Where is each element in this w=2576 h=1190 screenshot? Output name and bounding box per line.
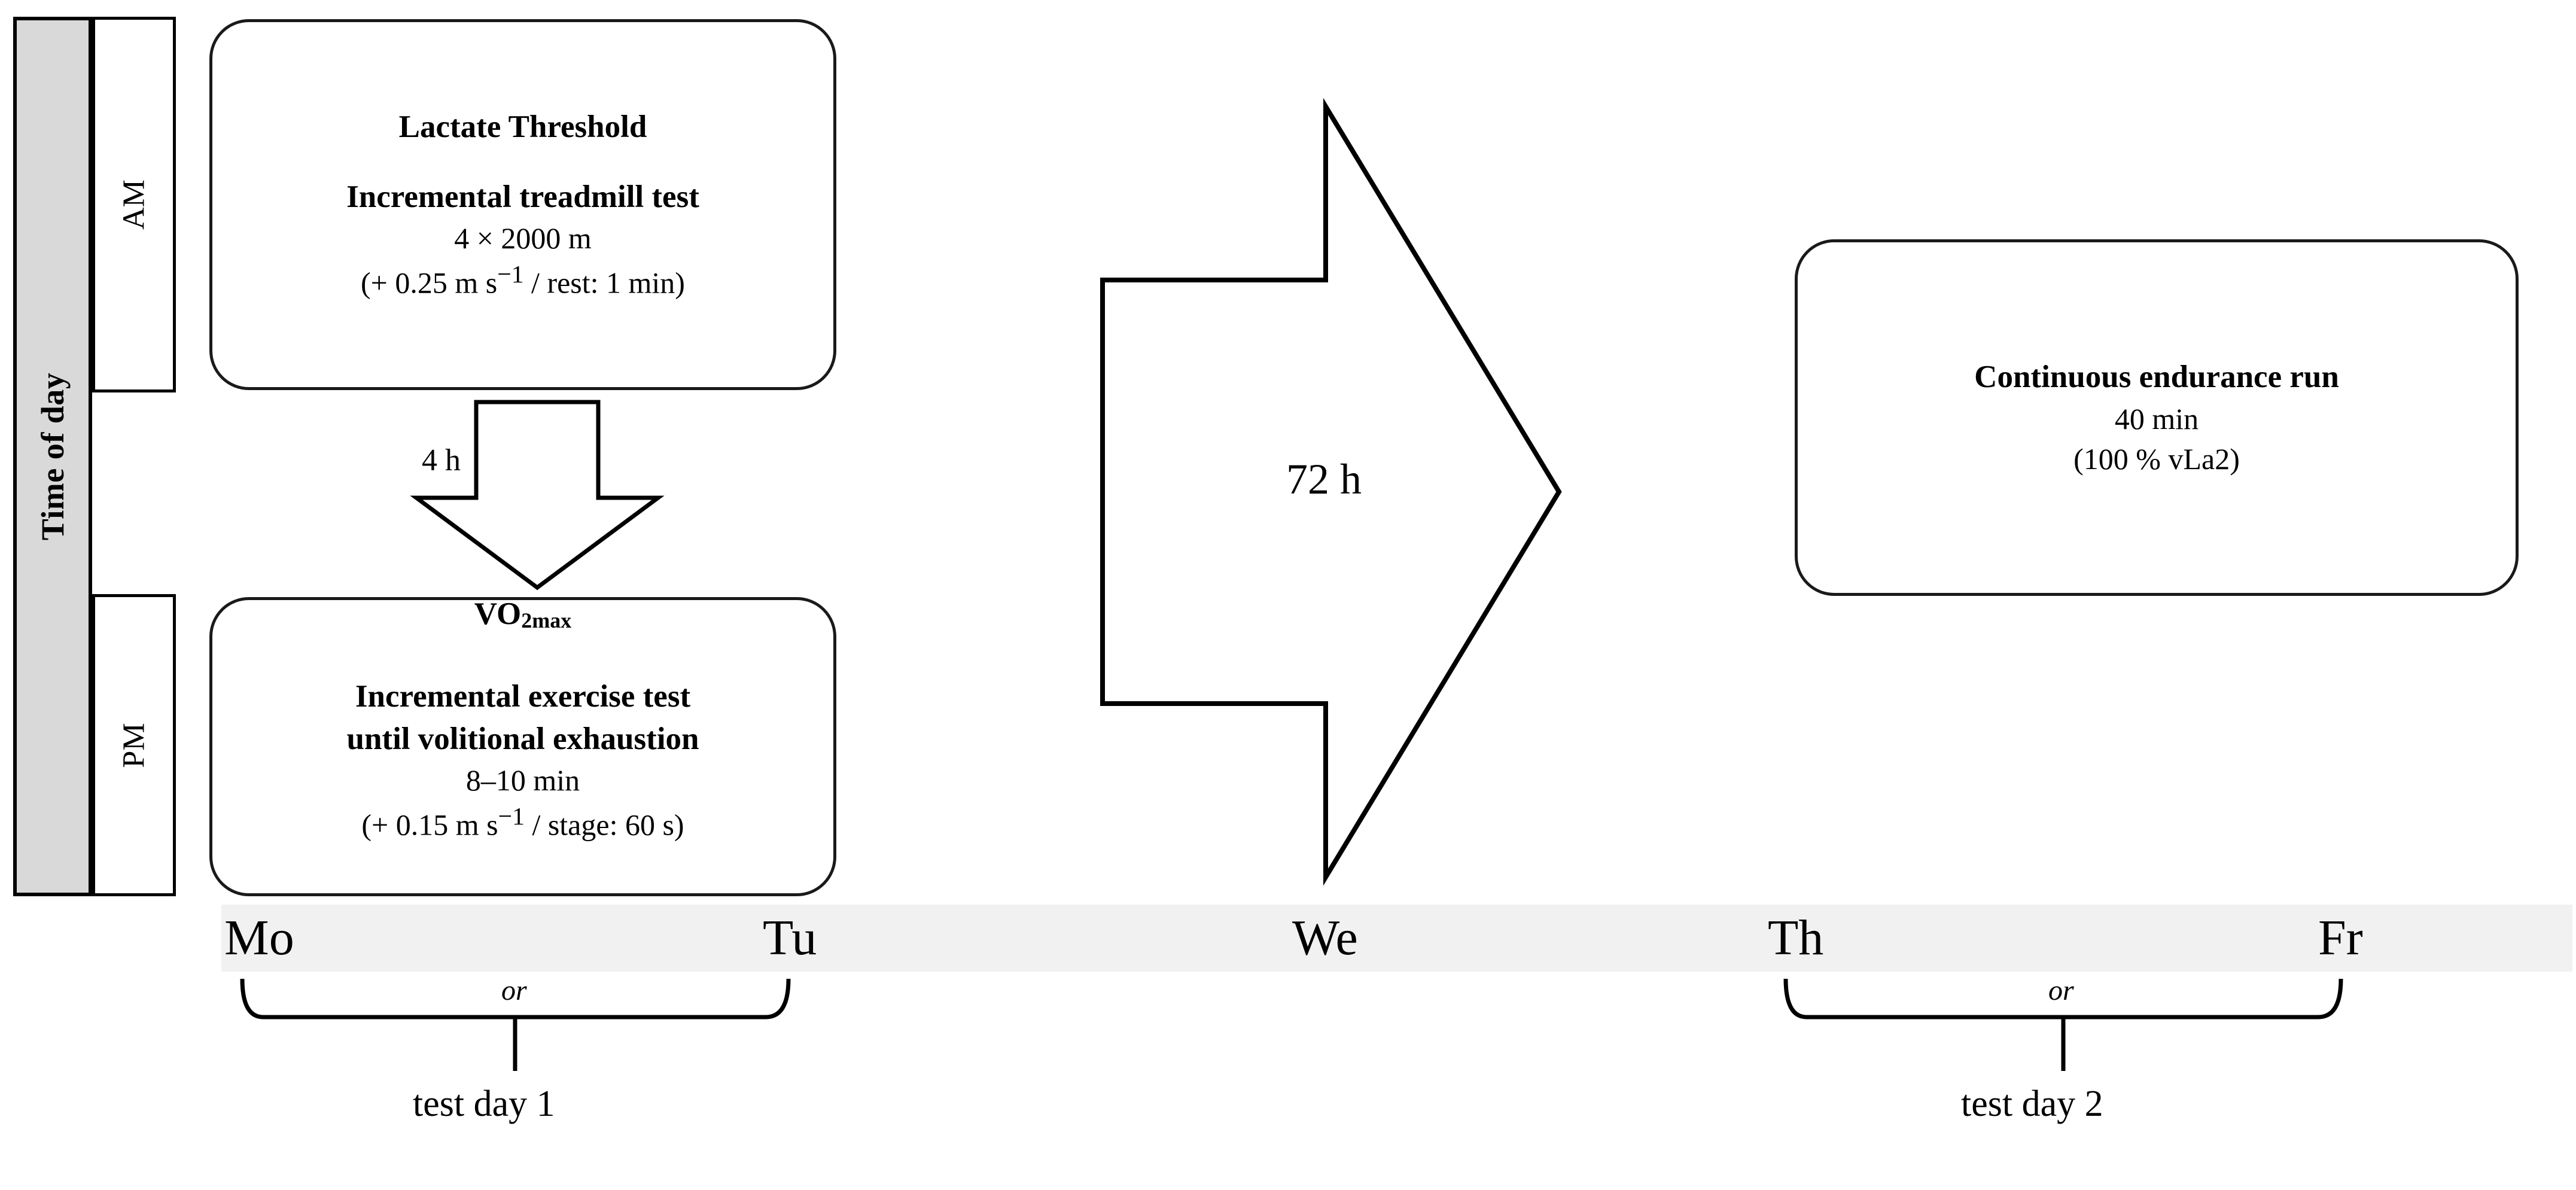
- four-hour-down-arrow-icon: [410, 400, 665, 591]
- day-mo: Mo: [224, 910, 294, 966]
- lactate-threshold-box: Lactate Threshold Incremental treadmill …: [209, 19, 836, 390]
- vo2max-caption: VO2max: [209, 596, 836, 633]
- vo2max-subtitle-line-1: Incremental exercise test: [355, 679, 691, 714]
- detail-prefix: (+ 0.15 m s: [361, 808, 498, 842]
- am-cell: AM: [92, 17, 176, 392]
- am-pm-column: AM PM: [92, 17, 176, 896]
- detail-exponent: −1: [498, 803, 525, 831]
- day-tu: Tu: [763, 910, 817, 966]
- seventytwo-hour-label: 72 h: [1286, 455, 1362, 503]
- am-label: AM: [117, 179, 151, 230]
- four-hour-label: 4 h: [422, 443, 461, 477]
- pm-cell: PM: [92, 594, 176, 896]
- vo2max-subtitle-line-2: until volitional exhaustion: [346, 722, 699, 757]
- lactate-threshold-detail-distance: 4 × 2000 m: [454, 221, 592, 255]
- test-day-2-caption: test day 2: [1961, 1084, 2103, 1124]
- detail-suffix: / stage: 60 s): [524, 808, 684, 842]
- endurance-run-detail-intensity: (100 % vLa2): [2073, 442, 2240, 476]
- or-label-1: or: [501, 975, 527, 1006]
- weekday-strip: Mo Tu We Th Fr: [221, 905, 2572, 972]
- time-of-day-column: Time of day: [13, 17, 92, 896]
- or-label-2: or: [2048, 975, 2074, 1006]
- vo2max-box: Incremental exercise test until volition…: [209, 597, 836, 896]
- test-day-1-caption: test day 1: [413, 1084, 555, 1124]
- detail-exponent: −1: [497, 261, 524, 289]
- day-fr: Fr: [2318, 910, 2363, 966]
- detail-prefix: (+ 0.25 m s: [361, 266, 498, 300]
- day-we: We: [1292, 910, 1358, 966]
- time-of-day-label: Time of day: [35, 372, 71, 541]
- lactate-threshold-subtitle: Incremental treadmill test: [346, 179, 699, 215]
- lactate-threshold-title: Lactate Threshold: [398, 109, 647, 145]
- lactate-threshold-detail-protocol: (+ 0.25 m s−1 / rest: 1 min): [361, 258, 685, 303]
- vo2max-detail-duration: 8–10 min: [465, 763, 580, 798]
- day-th: Th: [1768, 910, 1824, 966]
- endurance-run-title: Continuous endurance run: [1974, 360, 2339, 395]
- vo2max-sub: 2max: [521, 608, 572, 633]
- endurance-run-box: Continuous endurance run 40 min (100 % v…: [1795, 239, 2519, 596]
- vo2max-detail-protocol: (+ 0.15 m s−1 / stage: 60 s): [361, 801, 684, 845]
- endurance-run-detail-duration: 40 min: [2114, 401, 2199, 436]
- vo2max-main: VO: [474, 596, 522, 631]
- detail-suffix: / rest: 1 min): [523, 266, 685, 300]
- pm-label: PM: [117, 722, 151, 768]
